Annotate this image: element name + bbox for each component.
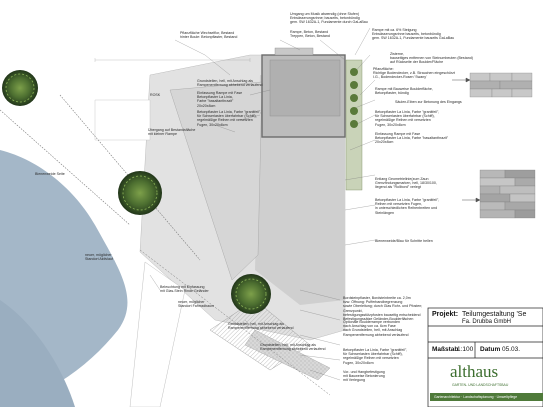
paving-pattern-1	[469, 72, 533, 98]
annotation-paving-lower: Betonpflaster La Linia, Farbe "granitfei…	[343, 348, 408, 365]
annotation-bee-pasture: Bienenweide Seite	[35, 172, 65, 176]
company-name: Fa. Drubba GmbH	[462, 319, 512, 325]
annotation-ramp-edging-right: Einfassung Rampe mit Fase Betonpflaster …	[375, 132, 449, 145]
boundary-line	[0, 94, 201, 261]
logo-subtitle: GARTEN- UND LANDSCHAFTSBAU	[452, 383, 509, 387]
annotation-ramp-boulder: Rampe mit Bauweise Boulderfläche, Betonp…	[375, 87, 433, 96]
leader-lines	[149, 27, 376, 381]
water-area-lower	[0, 300, 75, 407]
date-label: Datum	[480, 346, 501, 353]
white-path-left	[94, 99, 151, 141]
annotation-location-a: neuer, möglicher Standort Aktivlauf	[85, 253, 113, 262]
ramp-inner	[269, 59, 341, 117]
scale-value: 1:100	[457, 346, 474, 353]
dimension-lines	[94, 58, 251, 62]
annotation-ramp-stairs: Rampe, Beton, Bestand Treppen, Beton, Be…	[290, 30, 330, 39]
stair-block	[274, 47, 314, 56]
section-arrows	[452, 77, 481, 203]
scale-label: Maßstab	[432, 346, 459, 353]
shrub-row	[350, 68, 358, 128]
annotation-paving-rows: Betonpflaster La Linia, Farbe "granitfei…	[375, 198, 440, 215]
tree-2	[118, 171, 162, 215]
title-block-frame	[427, 307, 543, 407]
company-logo: althaus	[450, 362, 499, 381]
annotation-granite-edge-lower: Grundstellen, hell, mit Anschlag als Ram…	[228, 322, 294, 331]
annotation-location-b: neuer, möglicher Standort Fahrradbaum	[178, 300, 215, 309]
annotation-border-curb: Entlang Geometrielinie(zum Zaun Grenzfin…	[375, 177, 437, 190]
annotation-drainage: Umgang um Musik abwendig (ohne Stufen) E…	[290, 12, 368, 25]
annotation-planting-bed: Pflanzfläche Wechselflor, Bestand hinter…	[180, 31, 238, 40]
annotation-bee-pasture-blue: Bienenweide/Blau für Schritte hellen	[375, 239, 433, 243]
annotation-paving-right: Betonpflaster La Linia, Farbe "granitfei…	[375, 110, 440, 127]
annotation-curbstone: Bordsteinpflaster, Bordsteinbreite ca. 2…	[343, 296, 423, 322]
gravel-strip	[244, 329, 331, 381]
project-label: Projekt:	[432, 311, 459, 318]
annotation-cistern: Zisterne, bauseitiges entfernen von Stei…	[390, 52, 473, 65]
annotation-granite-lower: Grundstellen, hell, mit Anschlag als Ram…	[260, 343, 326, 352]
annotation-granite-edge: Grundstellen, hell, mit Anschlag als Ram…	[197, 79, 263, 88]
company-tagline: Gartenarchitektur · Landschaftsplanung ·…	[434, 395, 518, 399]
annotation-slope: Vor- und Hangbefestigung mit Bauweise Be…	[343, 370, 385, 383]
annotation-planting-area: Pflanzfläche: Richtige Bodendecker, z.B.…	[373, 67, 455, 80]
white-path	[129, 261, 186, 407]
annotation-paving-left: Betonpflaster La Linia, Farbe "granitfei…	[197, 110, 262, 127]
annotation-lighting: Beleuchtung mit Einfassung mit Glas-Stei…	[160, 285, 209, 294]
annotation-rosk: ROSK	[150, 93, 161, 97]
paving-triangle	[169, 81, 263, 281]
tagline-bar	[430, 393, 543, 401]
date-value: 05.03.	[502, 346, 521, 353]
annotation-yew-columns: Säulen-Eiben zur Betonung des Eingangs	[395, 100, 462, 104]
annotation-ramp-slope: Rampe mit ca. 6% Steigung Entwässerungsr…	[372, 28, 455, 41]
annotation-transition: Übergang auf Bestandsfläche mit kleiner …	[148, 128, 196, 137]
paving-pattern-2	[479, 169, 536, 219]
annotation-ramp-edging: Einfassung Rampe mit Fase Betonpflaster …	[197, 91, 243, 108]
tree-1	[2, 70, 38, 106]
tree-3	[231, 274, 271, 314]
project-title: Teilumgestaltung 'Se	[462, 311, 527, 318]
annotation-boulder-ramp: Optionale Boulderrampe verbunden nach An…	[343, 320, 409, 337]
boundary-line-2	[139, 249, 331, 396]
